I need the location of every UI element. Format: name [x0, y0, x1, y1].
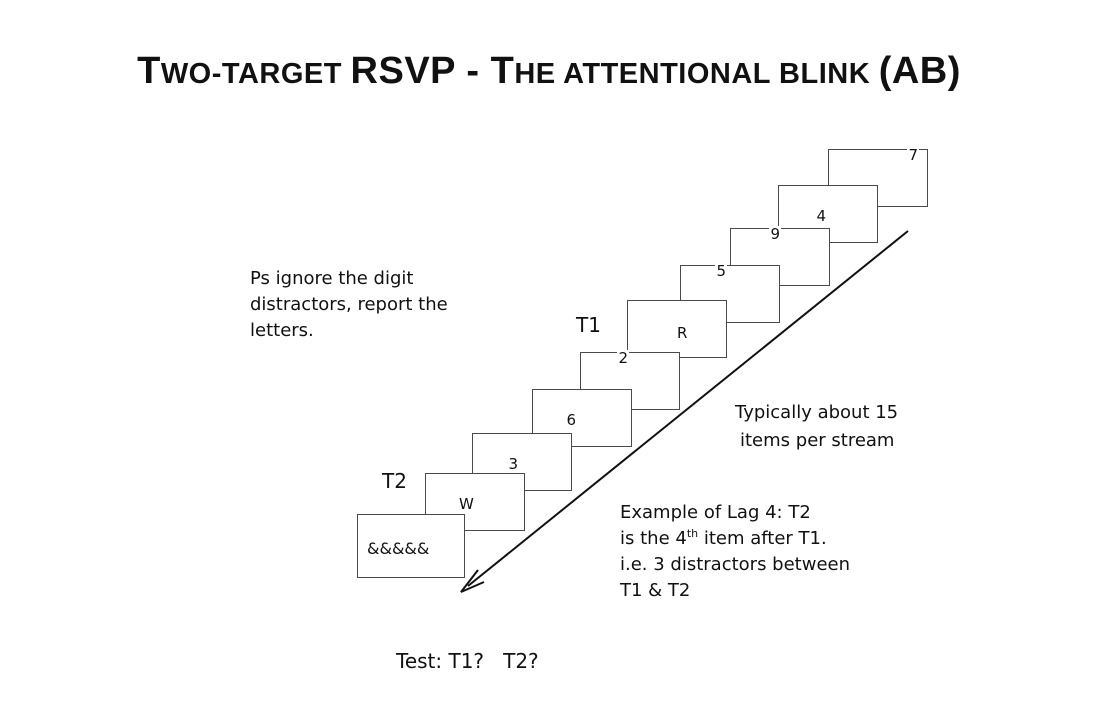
- test-text: Test: T1? T2?: [396, 649, 539, 673]
- stream-item-mask: &&&&&: [367, 539, 430, 558]
- stream-item-t2: W: [458, 495, 475, 513]
- stream-item: 3: [507, 455, 519, 473]
- stream-item: 6: [565, 411, 577, 429]
- typical-text: Typically about 15 items per stream: [735, 402, 899, 451]
- stream-item: 4: [815, 207, 827, 225]
- stream-item: 7: [907, 146, 919, 164]
- t1-label: T1: [576, 313, 601, 337]
- instructions-text: Ps ignore the digit distractors, report …: [250, 268, 448, 341]
- stream-item: 5: [715, 262, 727, 280]
- stream-card: 6: [532, 389, 632, 447]
- slide-title: TWO-TARGET RSVP - THE ATTENTIONAL BLINK …: [137, 50, 961, 92]
- stream-item-t1: R: [677, 324, 688, 342]
- stream-card-t1: R: [627, 300, 727, 358]
- t2-label: T2: [382, 469, 407, 493]
- stream-card-mask: &&&&&: [357, 514, 465, 578]
- stream-item: 9: [769, 225, 781, 243]
- stream-item: 2: [617, 349, 629, 367]
- lag-example-text: Example of Lag 4: T2 is the 4th item aft…: [620, 502, 851, 601]
